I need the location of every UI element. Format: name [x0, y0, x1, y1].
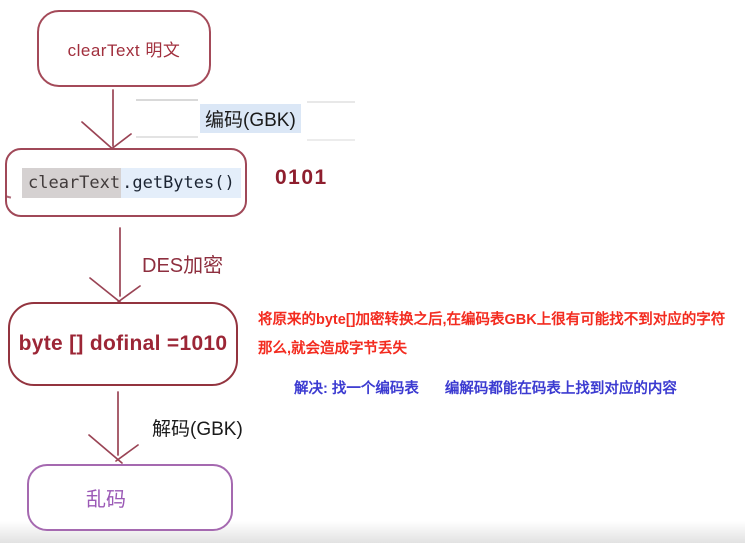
problem-note-line1: 将原来的byte[]加密转换之后,在编码表GBK上很有可能找不到对应的字符 [258, 312, 726, 328]
node-garbled: 乱码 [27, 464, 233, 531]
arrowhead-right-stroke [115, 444, 139, 462]
arrowhead-right-stroke [117, 285, 141, 303]
solution-note: 解决: 找一个编码表 编解码都能在码表上找到对应的内容 [294, 377, 677, 398]
selection-artifact-line [307, 101, 355, 103]
selection-artifact-line [136, 136, 198, 138]
arrow-down-encode [81, 89, 132, 153]
selection-artifact-line [136, 99, 198, 101]
code-object-token: clearText [22, 167, 122, 198]
solution-note-detail: 编解码都能在码表上找到对应的内容 [444, 381, 677, 397]
node-garbled-label: 乱码 [86, 489, 126, 511]
edge-label-encode: 编码(GBK) [200, 104, 301, 133]
code-method-token: .getBytes() [121, 167, 241, 198]
node-dofinal-label: byte [] dofinal =1010 [18, 332, 228, 355]
edge-label-decode: 解码(GBK) [152, 419, 243, 440]
node-cleartext: clearText 明文 [37, 10, 211, 87]
arrowhead-left-stroke [81, 121, 117, 153]
arrow-down-decode [88, 391, 139, 464]
node-cleartext-label: clearText 明文 [67, 41, 181, 60]
arrowhead-right-stroke [109, 133, 132, 151]
node-getbytes: clearText.getBytes() [5, 148, 247, 217]
selection-artifact-line [307, 139, 355, 141]
binary-value: 0101 [275, 166, 328, 189]
arrow-down-encrypt [89, 227, 141, 307]
arrowhead-left-stroke [88, 434, 123, 464]
edge-label-encrypt: DES加密 [142, 255, 224, 277]
node-dofinal: byte [] dofinal =1010 [8, 302, 238, 386]
problem-note: 将原来的byte[]加密转换之后,在编码表GBK上很有可能找不到对应的字符 那么… [258, 306, 742, 364]
solution-note-prefix: 解决: 找一个编码表 [294, 381, 419, 397]
problem-note-line2: 那么,就会造成字节丢失 [258, 341, 408, 357]
